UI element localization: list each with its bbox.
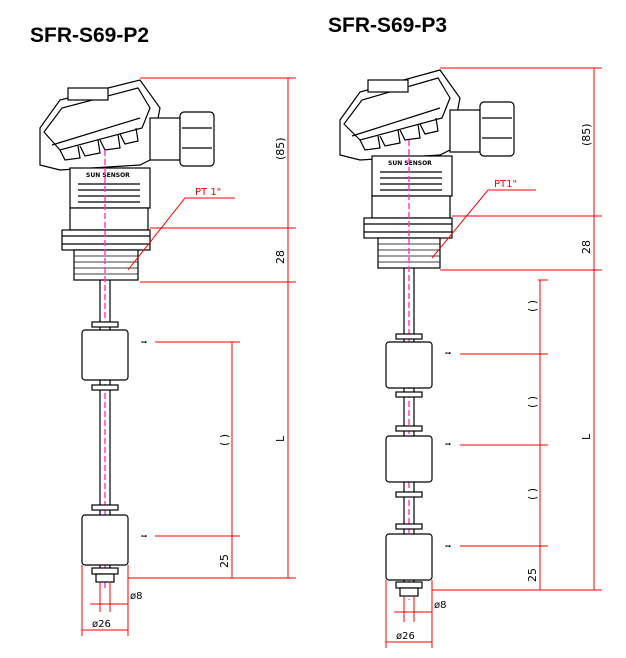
bottom-dim: 25 (218, 554, 231, 568)
length-dim: L (274, 435, 287, 442)
spacing-dim: ( ) (218, 434, 231, 446)
spacing-dim: ( ) (526, 488, 539, 500)
rod-dim: ø8 (434, 600, 446, 611)
terminal-head: SUN SENSOR (339, 69, 515, 269)
float-dim: ø26 (396, 631, 415, 642)
svg-text:⊶: ⊶ (445, 543, 451, 550)
model-p3: SFR-S69-P3 SUN SENSOR (328, 14, 602, 648)
spacing-dim: ( ) (526, 300, 539, 312)
stopper (395, 491, 423, 498)
brand-label: SUN SENSOR (388, 160, 432, 167)
svg-text:⊶: ⊶ (445, 441, 451, 448)
stopper (395, 391, 423, 398)
thread-label: PT 1" (195, 187, 221, 198)
svg-text:⊶: ⊶ (445, 350, 451, 357)
stopper (91, 504, 119, 511)
horizontal-dimensions: ø8 ø26 (81, 565, 142, 636)
stopper (395, 523, 423, 530)
thread-dim: 28 (274, 250, 287, 264)
thread-dim: 28 (580, 240, 593, 254)
float-3 (385, 533, 433, 581)
model-title: SFR-S69-P2 (30, 24, 149, 47)
float-1 (385, 341, 433, 389)
thread-label: PT1" (494, 179, 517, 190)
spacing-dim: ( ) (526, 396, 539, 408)
bottom-dim: 25 (526, 568, 539, 582)
head-dim: (85) (580, 123, 593, 146)
thread-leader (431, 189, 536, 259)
model-p2: SFR-S69-P2 SUN SENSOR (30, 24, 296, 636)
vertical-dimensions: (85) 28 L ( ) ( ) ( ) 25 (432, 67, 602, 591)
float-2 (81, 514, 129, 566)
float-1 (81, 329, 129, 381)
head-dim: (85) (274, 137, 287, 160)
svg-text:⊶: ⊶ (141, 339, 147, 346)
horizontal-dimensions: ø8 ø26 (385, 580, 446, 648)
stopper (395, 425, 423, 432)
vertical-dimensions: (85) 28 L ( ) 25 (128, 77, 296, 579)
terminal-head: SUN SENSOR (39, 79, 215, 281)
svg-text:⊶: ⊶ (141, 533, 147, 540)
model-title: SFR-S69-P3 (328, 14, 447, 37)
brand-label: SUN SENSOR (86, 172, 130, 179)
float-2 (385, 435, 433, 483)
float-dim: ø26 (92, 619, 111, 630)
stopper (91, 321, 119, 328)
length-dim: L (580, 433, 593, 440)
stopper (395, 333, 423, 340)
thread-leader (127, 197, 235, 271)
stopper (91, 384, 119, 391)
rod-dim: ø8 (130, 591, 142, 602)
